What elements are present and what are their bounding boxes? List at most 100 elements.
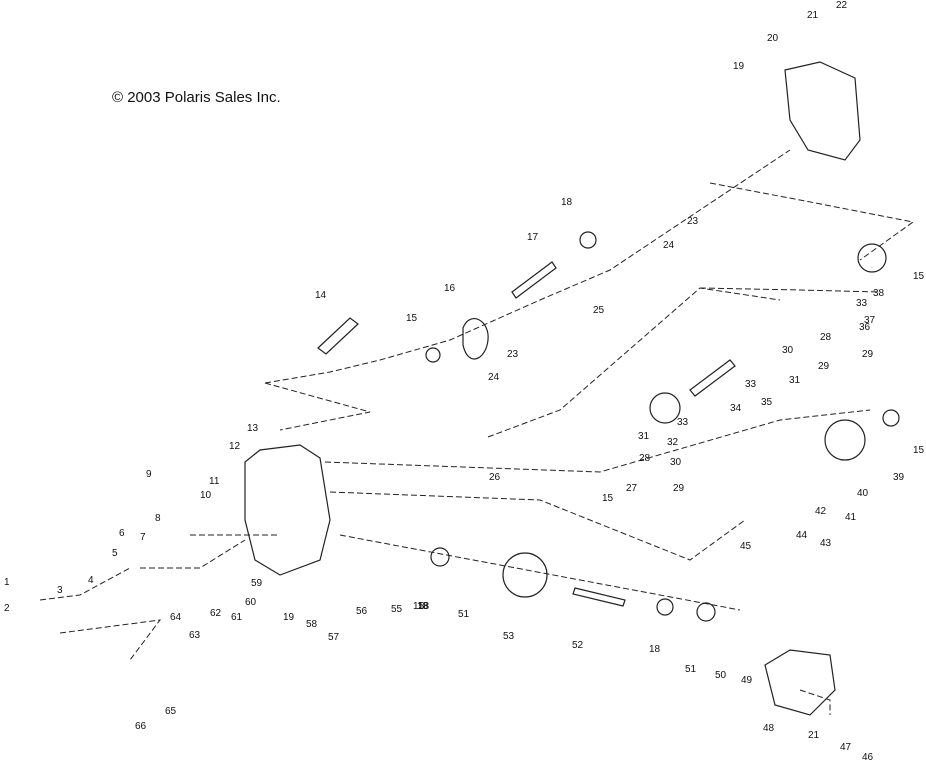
bearing-18a xyxy=(579,231,597,249)
callout: 36 xyxy=(859,322,871,333)
callout: 18 xyxy=(649,644,661,655)
bearing-15b xyxy=(882,409,900,427)
callout: 1 xyxy=(4,577,10,588)
callout: 18 xyxy=(417,601,429,612)
callout: 37 xyxy=(864,315,876,326)
callout: 8 xyxy=(155,513,161,524)
callout: 11 xyxy=(209,476,220,487)
callout: 12 xyxy=(229,441,241,452)
callout: 14 xyxy=(315,290,327,301)
callout: 43 xyxy=(820,538,832,549)
assembly-lines xyxy=(39,149,915,715)
callout: 40 xyxy=(857,488,869,499)
callout: 10 xyxy=(200,490,212,501)
callout: 3 xyxy=(57,585,63,596)
callout: 16 xyxy=(444,283,456,294)
callout: 31 xyxy=(789,375,801,386)
front-housing-cover xyxy=(244,444,331,576)
callout: 47 xyxy=(840,742,852,753)
callout: 53 xyxy=(503,631,515,642)
shaft-14 xyxy=(317,317,359,355)
top-housing-cover xyxy=(784,61,861,161)
callout: 62 xyxy=(210,608,222,619)
callout: 24 xyxy=(488,372,500,383)
callout: 29 xyxy=(818,361,830,372)
callout: 35 xyxy=(761,397,773,408)
callout: 33 xyxy=(677,417,689,428)
callout: 20 xyxy=(767,33,779,44)
callout: 28 xyxy=(639,453,651,464)
pulley-53 xyxy=(502,552,548,598)
callout: 60 xyxy=(245,597,257,608)
callout: 66 xyxy=(135,721,147,732)
callout: 18 xyxy=(418,601,430,612)
callout: 7 xyxy=(140,532,146,543)
callout: 24 xyxy=(663,240,675,251)
callout: 55 xyxy=(391,604,403,615)
callout: 19 xyxy=(733,61,745,72)
callout: 15 xyxy=(913,271,925,282)
chain-16 xyxy=(462,318,489,360)
parts-outlines xyxy=(244,61,900,716)
callout: 52 xyxy=(572,640,584,651)
copyright-notice: © 2003 Polaris Sales Inc. xyxy=(112,89,281,106)
callout: 38 xyxy=(873,288,885,299)
shaft-17 xyxy=(511,261,557,299)
callout: 4 xyxy=(88,575,94,586)
callout: 34 xyxy=(730,403,742,414)
callout: 33 xyxy=(745,379,757,390)
shaft-34 xyxy=(689,359,736,397)
shaft-52 xyxy=(572,587,626,607)
callout: 23 xyxy=(687,216,699,227)
callout: 32 xyxy=(667,437,679,448)
callout: 45 xyxy=(740,541,752,552)
callout: 57 xyxy=(328,632,340,643)
callout: 5 xyxy=(112,548,118,559)
callout: 9 xyxy=(146,469,152,480)
callout: 56 xyxy=(356,606,368,617)
gear-32 xyxy=(649,392,681,424)
callout: 29 xyxy=(862,349,874,360)
callout: 21 xyxy=(807,10,819,21)
callout: 46 xyxy=(862,752,874,762)
rear-housing-cover xyxy=(764,649,836,716)
callout: 17 xyxy=(527,232,539,243)
callout: 6 xyxy=(119,528,125,539)
callout: 15 xyxy=(913,445,925,456)
callout: 49 xyxy=(741,675,753,686)
callout: 22 xyxy=(836,0,848,11)
bearing-18c xyxy=(656,598,674,616)
callout: 30 xyxy=(670,457,682,468)
callout: 50 xyxy=(715,670,727,681)
callout: 29 xyxy=(673,483,685,494)
callout: 15 xyxy=(413,601,425,612)
callout: 2 xyxy=(4,603,10,614)
callout: 65 xyxy=(165,706,177,717)
callout: 21 xyxy=(808,730,820,741)
callout: 31 xyxy=(638,431,650,442)
gear-38 xyxy=(857,243,887,273)
callout: 51 xyxy=(458,609,470,620)
callout: 28 xyxy=(820,332,832,343)
callout: 15 xyxy=(602,493,614,504)
callout: 48 xyxy=(763,723,775,734)
callout: 27 xyxy=(626,483,638,494)
callout: 42 xyxy=(815,506,827,517)
callout: 59 xyxy=(251,578,263,589)
callout: 44 xyxy=(796,530,808,541)
callout: 64 xyxy=(170,612,182,623)
callout: 30 xyxy=(782,345,794,356)
callout: 18 xyxy=(561,197,573,208)
callout: 33 xyxy=(856,298,868,309)
callout: 26 xyxy=(489,472,501,483)
callout: 19 xyxy=(283,612,295,623)
callout: 51 xyxy=(685,664,697,675)
bearing-18b xyxy=(430,547,450,567)
callout-numbers: 1 2 3 4 5 6 7 8 9 10 11 12 13 14 15 15 1… xyxy=(4,0,925,762)
callout: 23 xyxy=(507,349,519,360)
callout: 13 xyxy=(247,423,259,434)
callout: 58 xyxy=(306,619,318,630)
seal-51 xyxy=(696,602,716,622)
